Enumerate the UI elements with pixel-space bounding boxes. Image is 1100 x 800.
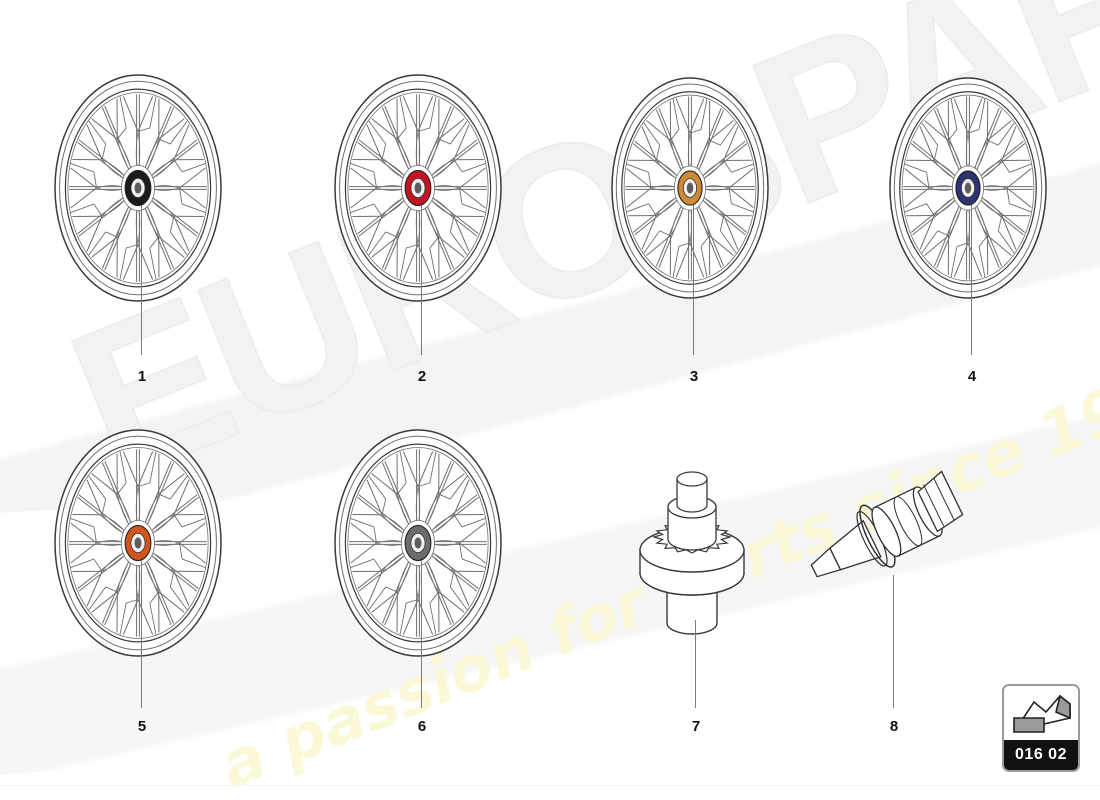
- callout-number-3[interactable]: 3: [689, 368, 699, 385]
- callout-number-8[interactable]: 8: [889, 718, 899, 735]
- wheel-5: [54, 429, 222, 657]
- callout-number-2[interactable]: 2: [417, 368, 427, 385]
- leader-line-6: [421, 560, 422, 708]
- leader-line-5: [141, 560, 142, 708]
- leader-line-3: [693, 205, 694, 355]
- callout-number-5[interactable]: 5: [137, 718, 147, 735]
- callout-number-4[interactable]: 4: [967, 368, 977, 385]
- wheel-3: [611, 77, 769, 299]
- leader-line-8: [893, 575, 894, 708]
- leader-line-4: [971, 205, 972, 355]
- callout-number-6[interactable]: 6: [417, 718, 427, 735]
- leader-line-1: [141, 205, 142, 355]
- wheel-6: [334, 429, 502, 657]
- leader-line-7: [695, 620, 696, 708]
- sheet-bottom-rule: [0, 785, 1100, 786]
- wheel-page-icon: [1004, 686, 1078, 742]
- wheel-2: [334, 74, 502, 302]
- tyre-valve-art: [810, 470, 964, 578]
- callout-number-7[interactable]: 7: [691, 718, 701, 735]
- wheel-4: [889, 77, 1047, 299]
- page-number-badge[interactable]: 016 02: [1002, 684, 1080, 772]
- wheel-1: [54, 74, 222, 302]
- callout-number-1[interactable]: 1: [137, 368, 147, 385]
- wheel-bolt-art: [639, 471, 745, 635]
- leader-line-2: [421, 205, 422, 355]
- page-number-text: 016 02: [1004, 740, 1078, 770]
